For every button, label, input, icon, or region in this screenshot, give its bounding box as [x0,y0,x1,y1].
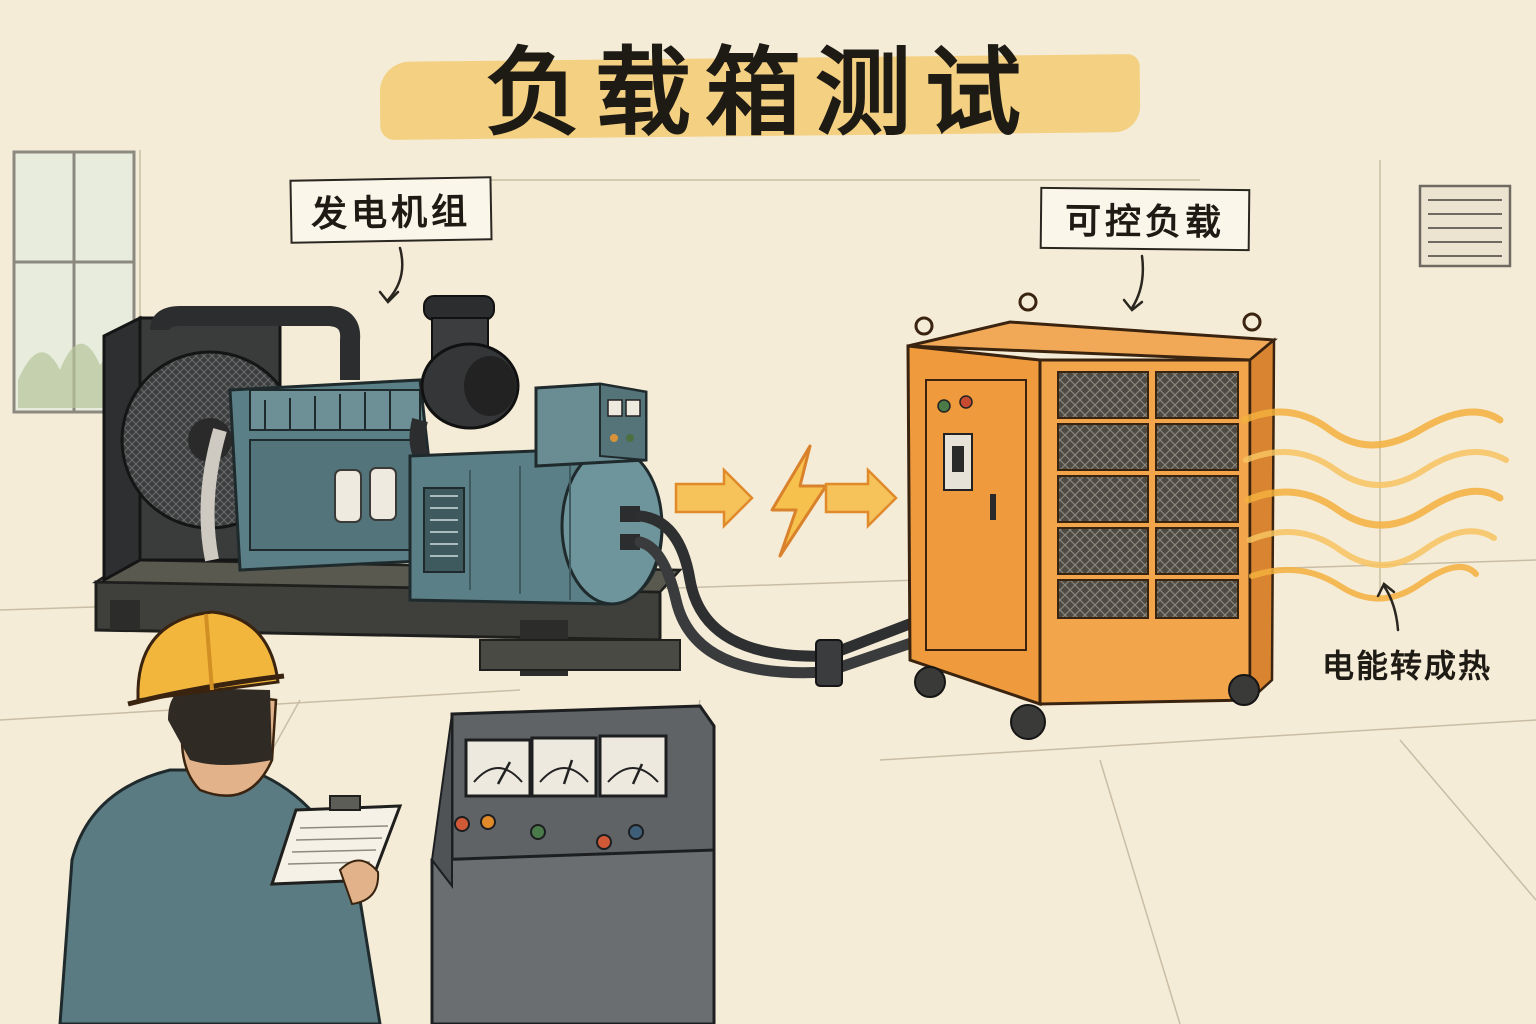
gauge-icon [598,734,668,798]
arrow-right-icon [674,466,754,530]
air-filter [409,295,520,478]
title-banner: 负载箱测试 [379,28,1141,158]
helmet [127,610,285,707]
heat-wave-icon [1240,408,1509,602]
generator-set [91,295,683,676]
arrow-right-icon [824,466,898,530]
pointer-arrows [378,246,1400,632]
gauge-icon [464,738,532,798]
generator-label: 发电机组 [289,176,493,244]
gauge-icon [530,736,598,798]
power-flow [674,444,898,558]
heat-note: 电能转成热 [1322,647,1493,685]
wall-vent [1418,184,1512,268]
worker [58,610,403,1024]
alternator [408,446,664,606]
engine [150,306,442,572]
load-bank [906,292,1278,740]
load-bank-vents [1057,371,1239,619]
load-label: 可控负载 [1039,186,1251,252]
generator-control-box [534,382,648,468]
power-cables [634,510,942,687]
control-panel [430,704,716,1024]
lightning-icon [770,444,828,558]
page-title: 负载箱测试 [485,37,1035,149]
